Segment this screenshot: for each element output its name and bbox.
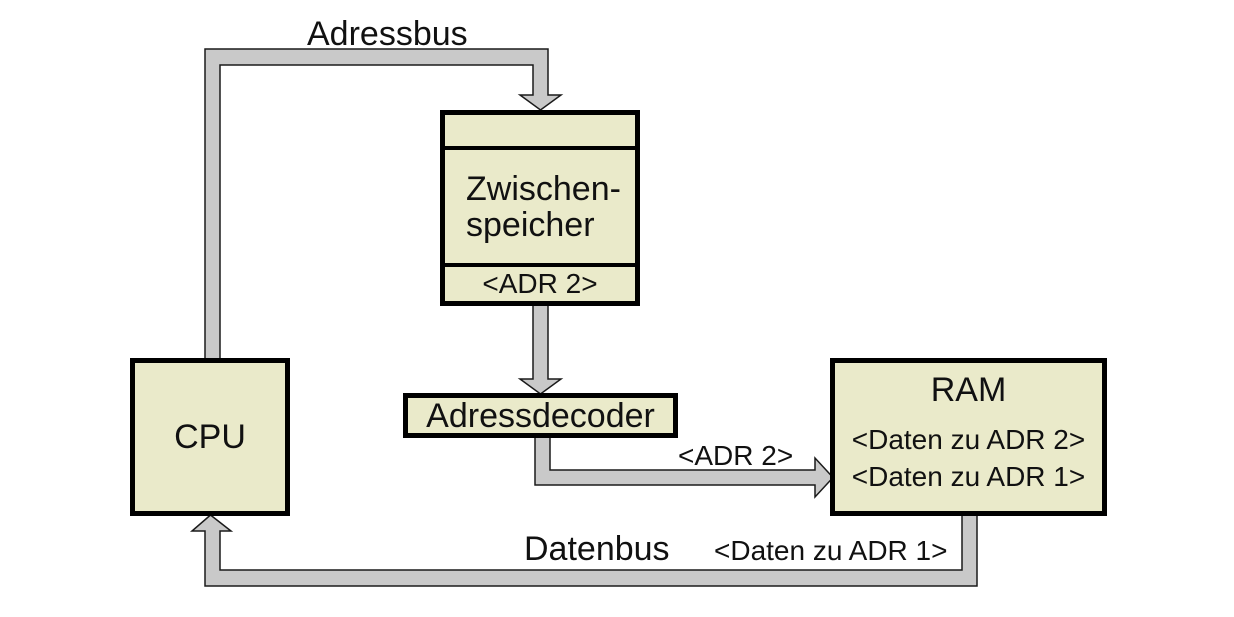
zwischenspeicher-title-line2: speicher (466, 205, 595, 244)
adr2-bus-label: <ADR 2> (678, 440, 794, 471)
datenbus-label: Datenbus (524, 530, 670, 568)
adressdecoder-to-ram-arrow (534, 435, 835, 499)
zwischenspeicher-adr2-value: <ADR 2> (482, 268, 598, 299)
zwischenspeicher-title: Zwischen- speicher (445, 150, 635, 267)
adressbus-arrow (204, 48, 564, 361)
ram-data-row-adr1: <Daten zu ADR 1> (851, 461, 1086, 492)
zwischenspeicher-box: Zwischen- speicher <ADR 2> (440, 110, 640, 306)
datenbus-arrow (189, 512, 978, 587)
adressbus-label: Adressbus (307, 15, 468, 53)
ram-title: RAM (930, 371, 1007, 409)
adressdecoder-box: Adressdecoder (403, 393, 678, 438)
ram-data-row-adr2: <Daten zu ADR 2> (851, 424, 1086, 455)
cpu-label: CPU (174, 418, 246, 456)
zwischenspeicher-adr2-slot: <ADR 2> (445, 267, 635, 301)
zwischenspeicher-empty-slot (445, 115, 635, 150)
cpu-box: CPU (130, 358, 290, 516)
ram-box: RAM <Daten zu ADR 2> <Daten zu ADR 1> (830, 358, 1107, 516)
ram-data-rows: <Daten zu ADR 2> <Daten zu ADR 1> (835, 421, 1102, 495)
zwischenspeicher-to-adressdecoder-arrow (517, 302, 564, 395)
daten-zu-adr1-bus-label: <Daten zu ADR 1> (714, 535, 948, 566)
adressdecoder-label: Adressdecoder (426, 396, 655, 435)
zwischenspeicher-title-line1: Zwischen- (466, 169, 621, 208)
